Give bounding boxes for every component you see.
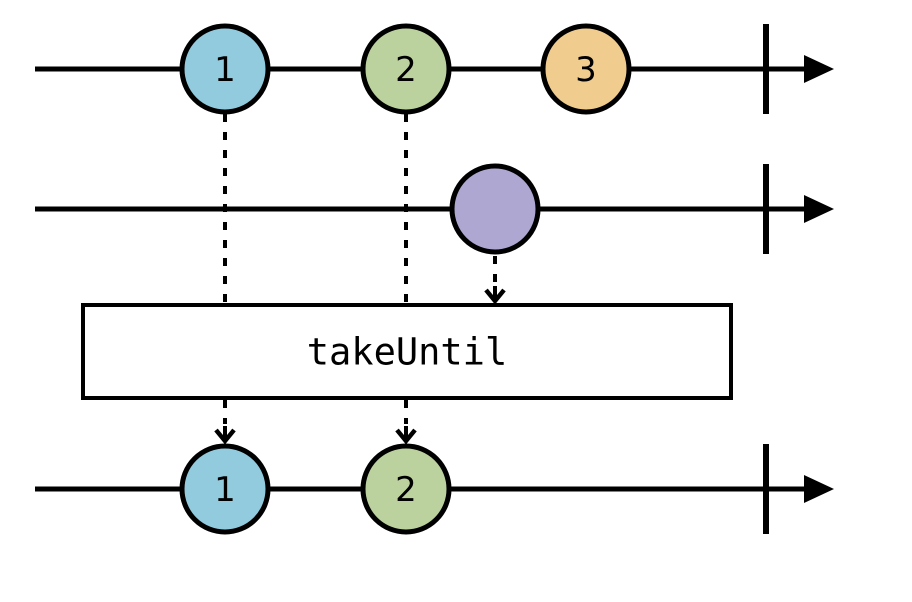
output-marble-1-label: 1 xyxy=(214,470,236,510)
source-marble-3: 3 xyxy=(540,23,632,115)
source-marble-2: 2 xyxy=(360,23,452,115)
operator-label: takeUntil xyxy=(307,331,507,374)
output-marble-2: 2 xyxy=(360,443,452,535)
notifier-marble xyxy=(449,163,541,255)
output-marble-1: 1 xyxy=(179,443,271,535)
source-marble-3-label: 3 xyxy=(575,50,597,90)
operator-box: takeUntil xyxy=(81,303,733,400)
connector-notifier-marble xyxy=(484,256,506,305)
output-marble-2-circle xyxy=(360,443,452,535)
output-marble-1-circle xyxy=(179,443,271,535)
source-marble-1: 1 xyxy=(179,23,271,115)
notifier-arrowhead-icon xyxy=(804,195,834,223)
connector-output-1-arrowhead-icon xyxy=(214,428,236,445)
connector-notifier-arrowhead-icon xyxy=(484,288,506,305)
connector-output-1 xyxy=(214,400,236,445)
source-marble-1-circle xyxy=(179,23,271,115)
source-marble-3-circle xyxy=(540,23,632,115)
source-arrowhead-icon xyxy=(804,55,834,83)
notifier-timeline xyxy=(35,163,834,255)
output-marble-2-label: 2 xyxy=(395,470,417,510)
operator-box-rect xyxy=(81,303,733,400)
connector-output-2 xyxy=(395,400,417,445)
output-timeline: 1 2 xyxy=(35,443,834,535)
source-timeline: 1 2 3 xyxy=(35,23,834,115)
source-marble-1-label: 1 xyxy=(214,50,236,90)
output-arrowhead-icon xyxy=(804,475,834,503)
connector-output-2-arrowhead-icon xyxy=(395,428,417,445)
notifier-marble-circle xyxy=(449,163,541,255)
source-marble-2-label: 2 xyxy=(395,50,417,90)
source-marble-2-circle xyxy=(360,23,452,115)
